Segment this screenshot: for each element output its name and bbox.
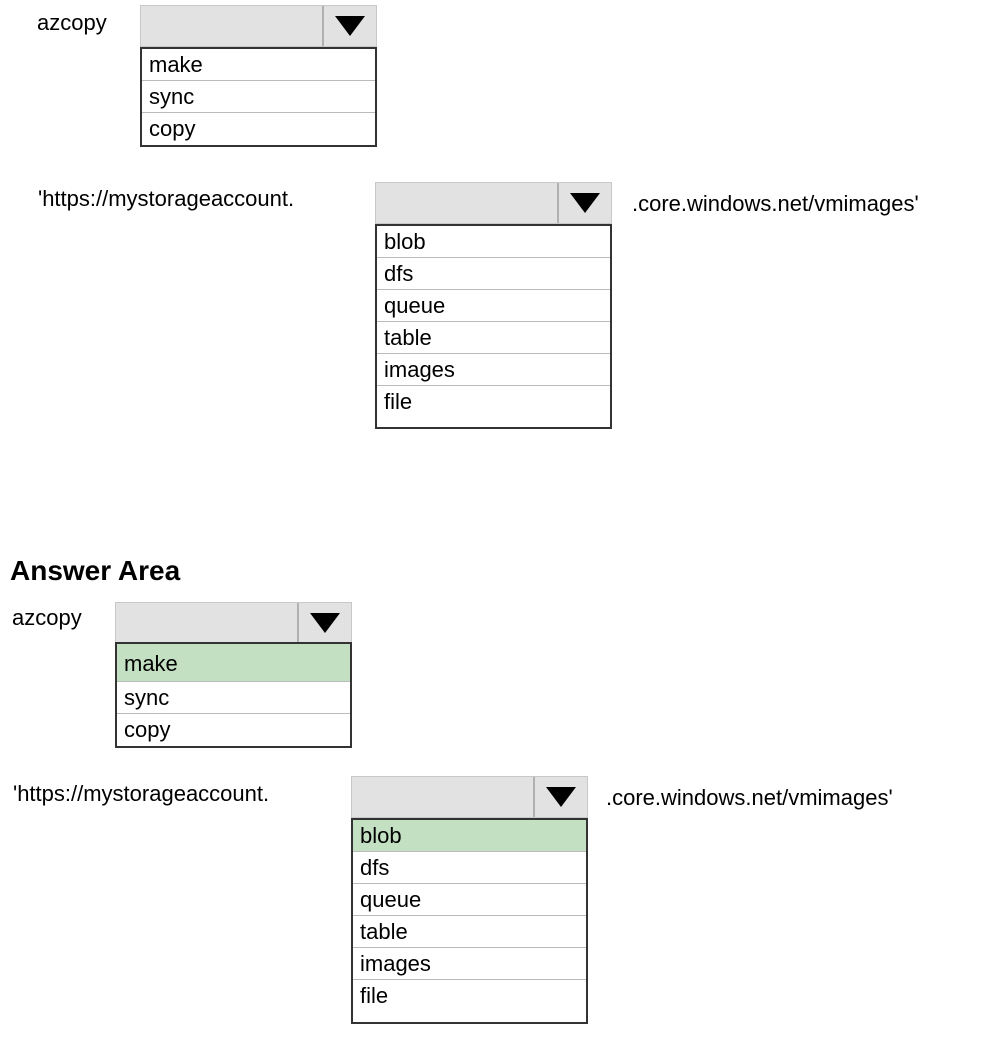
answer-command-dropdown[interactable] bbox=[115, 602, 352, 644]
service-options: blob dfs queue table images file bbox=[375, 224, 612, 429]
option-make[interactable]: make bbox=[142, 49, 375, 81]
option-file[interactable]: file bbox=[384, 389, 413, 414]
option-copy[interactable]: copy bbox=[124, 717, 171, 742]
command-dropdown[interactable] bbox=[140, 5, 377, 47]
option-table[interactable]: table bbox=[377, 322, 610, 354]
option-images[interactable]: images bbox=[353, 948, 586, 980]
option-sync[interactable]: sync bbox=[142, 81, 375, 113]
answer-url-suffix: .core.windows.net/vmimages' bbox=[606, 785, 893, 810]
cmd-label: azcopy bbox=[37, 10, 107, 35]
option-blob[interactable]: blob bbox=[377, 226, 610, 258]
option-file[interactable]: file bbox=[360, 983, 389, 1008]
option-images[interactable]: images bbox=[377, 354, 610, 386]
answer-area-title: Answer Area bbox=[10, 555, 181, 586]
answer-cmd-label: azcopy bbox=[12, 605, 82, 630]
answer-url-prefix: 'https://mystorageaccount. bbox=[13, 781, 270, 806]
option-dfs[interactable]: dfs bbox=[353, 852, 586, 884]
answer-command-options: make sync copy bbox=[115, 642, 352, 748]
option-make-selected[interactable]: make bbox=[117, 644, 350, 682]
option-copy[interactable]: copy bbox=[149, 116, 196, 141]
command-options: make sync copy bbox=[140, 47, 377, 147]
option-queue[interactable]: queue bbox=[353, 884, 586, 916]
option-dfs[interactable]: dfs bbox=[377, 258, 610, 290]
chevron-down-icon[interactable] bbox=[297, 603, 351, 643]
answer-service-options: blob dfs queue table images file bbox=[351, 818, 588, 1024]
option-blob-selected[interactable]: blob bbox=[353, 820, 586, 852]
url-suffix: .core.windows.net/vmimages' bbox=[632, 191, 919, 216]
service-dropdown[interactable] bbox=[375, 182, 612, 224]
option-table[interactable]: table bbox=[353, 916, 586, 948]
option-sync[interactable]: sync bbox=[117, 682, 350, 714]
chevron-down-icon[interactable] bbox=[322, 6, 376, 46]
chevron-down-icon[interactable] bbox=[557, 183, 611, 223]
answer-service-dropdown[interactable] bbox=[351, 776, 588, 818]
option-queue[interactable]: queue bbox=[377, 290, 610, 322]
url-prefix: 'https://mystorageaccount. bbox=[38, 186, 295, 211]
chevron-down-icon[interactable] bbox=[533, 777, 587, 817]
